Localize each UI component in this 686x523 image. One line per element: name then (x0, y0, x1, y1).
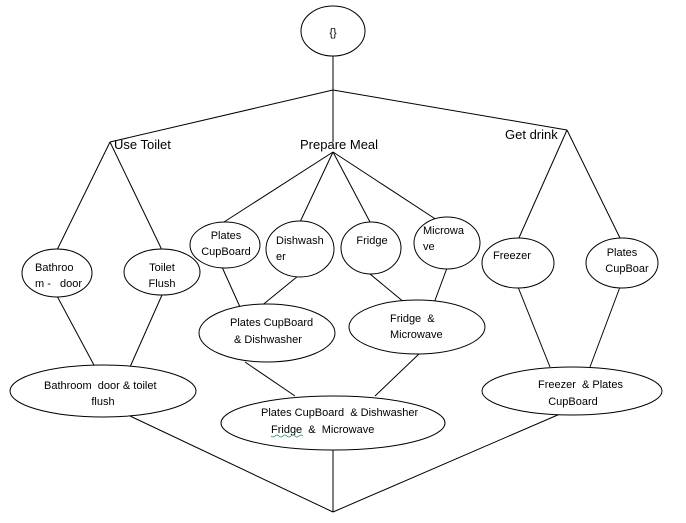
node-freezer-shape (481, 237, 555, 289)
edge-dishwasher-combined (259, 275, 299, 308)
edge-bathroom-door-combined (56, 295, 96, 368)
node-freezer-label: Freezer (493, 250, 531, 262)
branch-label-get-drink: Get drink (505, 127, 558, 142)
branch-labels: Use Toilet Prepare Meal Get drink (114, 127, 558, 152)
node-plates-cupboard-drink-label: Plates (607, 247, 638, 259)
node-plates-cupboard-dishwasher-label-line2: & Dishwasher (234, 334, 302, 346)
node-plates-cupboard-dishwasher-shape (198, 303, 336, 363)
node-freezer-plates-cupboard-label: Freezer & Plates (538, 379, 623, 391)
edge-get-drink-plates-cupboard (566, 129, 621, 239)
node-all-meal: Plates CupBoard & Dishwasher Fridge & Mi… (220, 395, 446, 451)
node-dishwasher-label-line2: er (276, 251, 286, 263)
node-all-meal-shape (220, 395, 446, 451)
node-toilet-flush-label: Toilet (149, 262, 175, 274)
node-fridge-microwave: Fridge & Microwave (348, 299, 486, 355)
edge-fridge-microwave-all-meal (374, 352, 421, 397)
node-toilet-flush: Toilet Flush (123, 248, 201, 296)
node-dishwasher-shape (265, 220, 335, 278)
node-microwave-shape (413, 216, 481, 270)
node-freezer-plates-cupboard-shape (481, 366, 663, 416)
node-bathroom-door: Bathroo m - door (21, 248, 93, 298)
node-plates-cupboard-dishwasher: Plates CupBoard & Dishwasher (198, 303, 336, 363)
node-bathroom-door-shape (21, 248, 93, 298)
node-fridge-shape (340, 221, 402, 275)
edge-fridge-combined (369, 273, 406, 304)
node-bathroom-door-toilet-flush-label: Bathroom door & toilet (44, 380, 157, 392)
edge-junction-get-drink (332, 89, 568, 131)
node-freezer: Freezer (481, 237, 555, 289)
node-fridge-label: Fridge (356, 235, 387, 247)
branch-label-prepare-meal: Prepare Meal (300, 137, 378, 152)
root-node-shape (300, 5, 366, 57)
node-dishwasher: Dishwash er (265, 220, 335, 278)
edge-prepare-meal-dishwasher (299, 151, 334, 223)
node-microwave: Microwa ve (413, 216, 481, 270)
node-toilet-flush-label-line2: Flush (149, 278, 176, 290)
node-freezer-plates-cupboard: Freezer & Plates CupBoard (481, 366, 663, 416)
node-plates-cupboard-drink-label-line2: CupBoar (605, 263, 649, 275)
node-bathroom-door-label-line2: m - door (35, 278, 82, 290)
node-fridge-microwave-label: Fridge & (390, 313, 435, 325)
node-plates-cupboard-meal-label-line2: CupBoard (201, 246, 251, 258)
node-bathroom-door-label: Bathroo (35, 262, 74, 274)
node-plates-cupboard-meal-shape (189, 221, 261, 269)
edge-use-toilet-bathroom-door (56, 141, 111, 251)
edge-microwave-combined (433, 267, 448, 304)
node-plates-cupboard-drink-shape (585, 237, 659, 289)
root-node: {} (300, 5, 366, 57)
edge-plates-cupboard-combined (221, 266, 241, 308)
edge-plates-cupboard-drink-combined (589, 286, 621, 368)
node-all-meal-label: Plates CupBoard & Dishwasher (261, 407, 418, 419)
node-bathroom-door-toilet-flush: Bathroom door & toilet flush (9, 364, 197, 418)
root-node-label: {} (329, 27, 337, 39)
node-microwave-label-line2: ve (423, 241, 435, 253)
edge-toilet-flush-combined (129, 294, 163, 368)
edge-use-toilet-toilet-flush (109, 141, 163, 251)
edge-prepare-meal-microwave (332, 151, 441, 223)
node-dishwasher-label: Dishwash (276, 235, 324, 247)
edge-get-drink-freezer (517, 129, 568, 241)
node-plates-cupboard-meal-label: Plates (211, 230, 242, 242)
edge-prepare-meal-fridge (332, 151, 371, 223)
node-fridge-microwave-shape (348, 299, 486, 355)
edge-plates-dishwasher-all-meal (244, 361, 296, 397)
branch-label-use-toilet: Use Toilet (114, 137, 171, 152)
spellcheck-underline (270, 434, 304, 438)
edge-freezer-combined (517, 286, 551, 368)
node-plates-cupboard-meal: Plates CupBoard (189, 221, 261, 269)
node-bathroom-door-toilet-flush-shape (9, 364, 197, 418)
node-fridge-microwave-label-line2: Microwave (390, 329, 443, 341)
node-bathroom-door-toilet-flush-label-line2: flush (91, 396, 114, 408)
node-plates-cupboard-drink: Plates CupBoar (585, 237, 659, 289)
node-microwave-label: Microwa (423, 225, 465, 237)
edge-junction-use-toilet (109, 89, 334, 143)
edge-bathroom-combined-bottom (129, 415, 334, 513)
node-all-meal-label-line2: Fridge & Microwave (271, 424, 374, 436)
node-freezer-plates-cupboard-label-line2: CupBoard (548, 396, 598, 408)
edges (56, 56, 621, 513)
node-plates-cupboard-dishwasher-label: Plates CupBoard (230, 317, 313, 329)
node-toilet-flush-shape (123, 248, 201, 296)
edge-freezer-combined-bottom (332, 413, 561, 513)
node-fridge: Fridge (340, 221, 402, 275)
edge-prepare-meal-plates-cupboard (223, 151, 334, 223)
